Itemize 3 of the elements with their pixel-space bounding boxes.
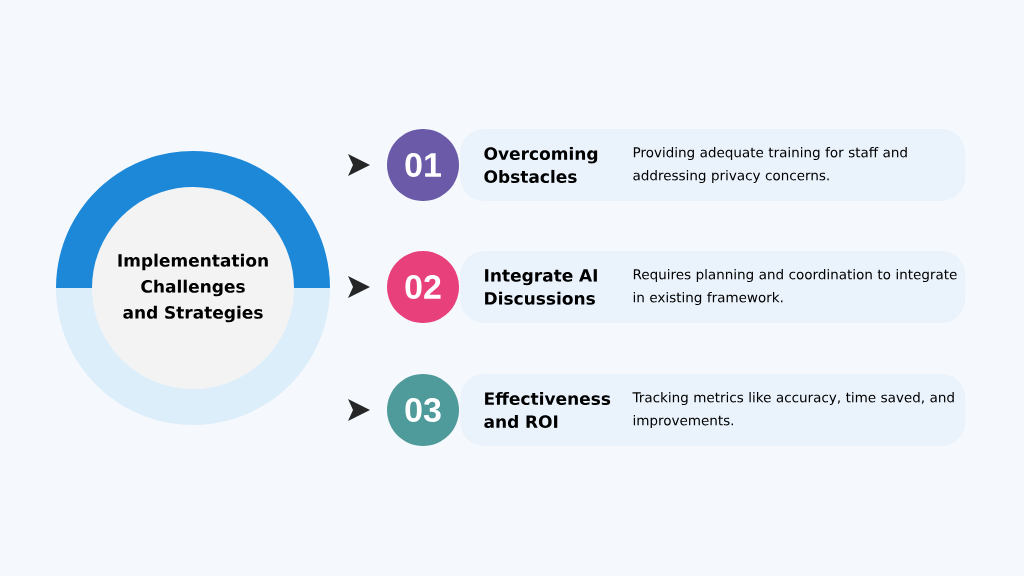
step-card: Effectiveness and ROI Tracking metrics like accuracy, time saved, and improvements. (460, 374, 966, 446)
step-card: Integrate AI Discussions Requires planning and coordination to integrate in existing framework. (460, 251, 966, 323)
step-card: Overcoming Obstacles Providing adequate training for staff and addressing privacy concerns. (460, 129, 966, 201)
